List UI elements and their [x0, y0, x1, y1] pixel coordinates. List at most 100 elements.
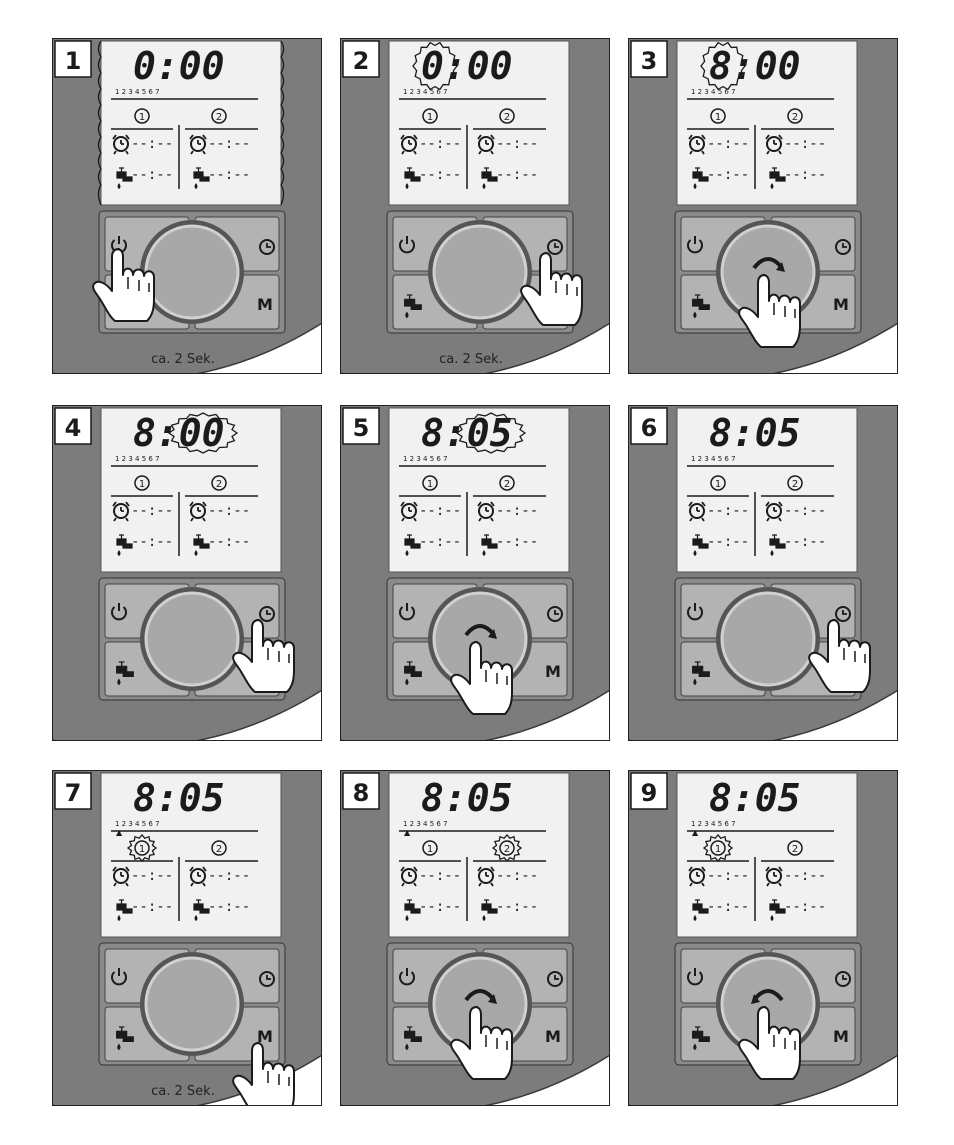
lcd-alarm1-time: --:-- [419, 868, 461, 884]
step-panel: 8:051 2 3 4 5 6 712--:----:----:----:--M… [628, 405, 898, 741]
water-tap-icon [404, 1026, 422, 1051]
screen-flash-icon [280, 40, 285, 206]
lcd-alarm2-time: --:-- [784, 868, 826, 884]
program-2-indicator [499, 840, 515, 856]
program-2-label: 2 [504, 112, 510, 123]
water-tap-icon [116, 1026, 134, 1051]
alarm-clock-icon [477, 866, 495, 887]
rotate-clockwise-arrow-icon [464, 624, 497, 639]
pointing-hand-icon [808, 619, 871, 693]
program-2-label: 2 [792, 112, 798, 123]
water-tap-icon [116, 661, 134, 686]
step-number: 1 [65, 47, 82, 75]
lcd-water2-time: --:-- [496, 534, 538, 550]
water-tap-icon [404, 534, 421, 556]
lcd-time: 8:05 [421, 776, 513, 820]
press-duration-caption: ca. 2 Sek. [439, 352, 503, 367]
lcd-water1-time: --:-- [419, 534, 461, 550]
lcd-alarm2-time: --:-- [208, 136, 250, 152]
power-icon [111, 968, 127, 986]
step-number: 9 [641, 779, 658, 807]
mode-button-label: M [257, 295, 273, 314]
program-1-indicator [422, 840, 438, 856]
water-tap-icon [116, 534, 133, 556]
alarm-clock-icon [688, 501, 706, 522]
lcd-water1-time: --:-- [707, 534, 749, 550]
step-number-badge [54, 772, 92, 810]
lcd-alarm2-time: --:-- [496, 136, 538, 152]
program-2-label: 2 [216, 479, 222, 490]
lcd-time: 8:05 [709, 776, 801, 820]
lcd-time: 0:00 [133, 44, 225, 88]
program-1-label: 1 [139, 112, 145, 123]
power-icon [111, 603, 127, 621]
water-tap-icon [481, 899, 498, 921]
water-tap-icon [404, 661, 422, 686]
lcd-time: 0:00 [421, 44, 513, 88]
lcd-screen [676, 407, 858, 573]
rotary-dial[interactable] [720, 591, 816, 687]
step-number: 2 [353, 47, 370, 75]
lcd-alarm1-time: --:-- [419, 136, 461, 152]
pointing-hand-icon [738, 1006, 801, 1080]
pointing-hand-icon [450, 641, 513, 715]
clock-icon [835, 971, 851, 987]
mode-button-label: M [257, 1027, 273, 1046]
step-number: 5 [353, 414, 370, 442]
lcd-water2-time: --:-- [496, 167, 538, 183]
step-number: 3 [641, 47, 658, 75]
lcd-day-numbers: 1 2 3 4 5 6 7 [691, 455, 736, 463]
program-1-label: 1 [427, 844, 433, 855]
program-1-label: 1 [715, 479, 721, 490]
lcd-water1-time: --:-- [707, 167, 749, 183]
lcd-time: 8:05 [421, 411, 513, 455]
step-number-badge [630, 407, 668, 445]
lcd-water1-time: --:-- [419, 167, 461, 183]
program-1-indicator [710, 108, 726, 124]
lcd-time: 8:00 [709, 44, 801, 88]
program-1-label: 1 [139, 844, 145, 855]
program-1-label: 1 [715, 112, 721, 123]
clock-icon [547, 239, 563, 255]
step-number-badge [342, 772, 380, 810]
pointing-hand-icon [450, 1006, 513, 1080]
step-number-badge [342, 407, 380, 445]
program-2-indicator [211, 108, 227, 124]
lcd-day-numbers: 1 2 3 4 5 6 7 [115, 455, 160, 463]
step-number-badge [630, 40, 668, 78]
water-tap-icon [481, 534, 498, 556]
step-number-badge [342, 40, 380, 78]
program-1-indicator [710, 475, 726, 491]
alarm-clock-icon [112, 501, 130, 522]
program-1-label: 1 [139, 479, 145, 490]
press-duration-caption: ca. 2 Sek. [151, 352, 215, 367]
lcd-alarm1-time: --:-- [131, 136, 173, 152]
program-2-indicator [787, 475, 803, 491]
alarm-clock-icon [189, 866, 207, 887]
rotary-dial[interactable] [144, 591, 240, 687]
lcd-alarm2-time: --:-- [496, 868, 538, 884]
step-number-badge [54, 40, 92, 78]
water-tap-icon [692, 167, 709, 189]
lcd-alarm2-time: --:-- [496, 503, 538, 519]
alarm-clock-icon [765, 866, 783, 887]
lcd-alarm2-time: --:-- [784, 136, 826, 152]
program-1-label: 1 [427, 479, 433, 490]
water-tap-icon [404, 899, 421, 921]
mode-button-label: M [545, 662, 561, 681]
lcd-alarm1-time: --:-- [419, 503, 461, 519]
rotary-dial[interactable] [144, 224, 240, 320]
rotary-dial[interactable] [144, 956, 240, 1052]
water-tap-icon [404, 167, 421, 189]
program-2-flash-icon [491, 834, 523, 862]
lcd-water1-time: --:-- [131, 534, 173, 550]
water-tap-icon [193, 167, 210, 189]
rotary-dial[interactable] [432, 224, 528, 320]
program-1-indicator [134, 108, 150, 124]
lcd-alarm1-time: --:-- [707, 868, 749, 884]
water-tap-icon [116, 167, 133, 189]
alarm-clock-icon [400, 866, 418, 887]
program-2-indicator [787, 108, 803, 124]
